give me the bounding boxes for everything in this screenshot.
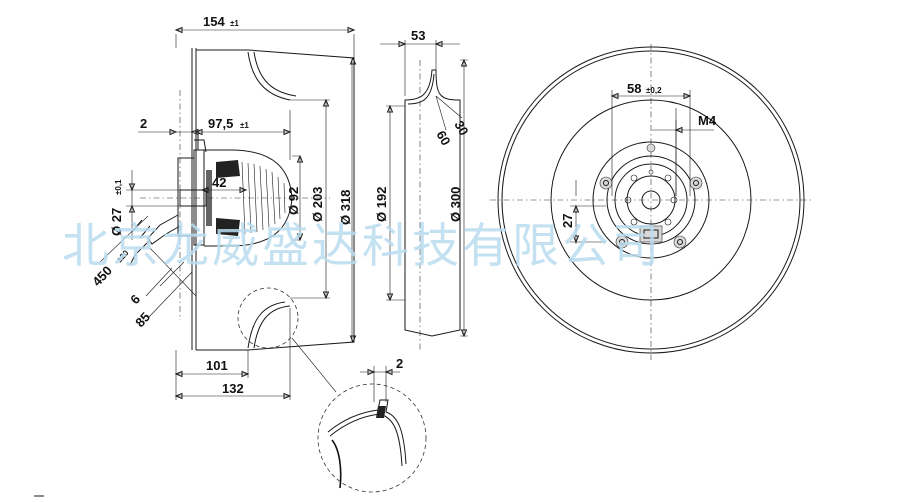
dim-53: 53 [411, 28, 425, 43]
dim-angle-60: 60 [433, 128, 453, 148]
dim-97-5: 97,5 [208, 116, 233, 131]
dim-85: 85 [132, 309, 153, 330]
dim-154-tol: ±1 [230, 19, 239, 28]
dim-58: 58 [627, 81, 641, 96]
dim-dia-27-tol: ±0,1 [114, 179, 123, 195]
dim-dia-192: Ø 192 [374, 187, 389, 222]
dim-101: 101 [206, 358, 228, 373]
detail-view: 2 [317, 356, 427, 493]
dim-27: 27 [560, 214, 575, 228]
dim-42: 42 [212, 175, 226, 190]
dim-6: 6 [127, 292, 143, 308]
dim-97-5-tol: ±1 [240, 121, 249, 130]
dim-m4: M4 [698, 113, 717, 128]
mounting-bosses [599, 143, 703, 249]
dim-58-tol: ±0,2 [646, 86, 662, 95]
dim-2-detail: 2 [396, 356, 403, 371]
dim-2-left: 2 [140, 116, 147, 131]
dim-132: 132 [222, 381, 244, 396]
side-view: 154 ±1 2 97,5 ±1 42 Ø 27 ±0,1 450 ±20 6 … [89, 14, 357, 400]
dim-154: 154 [203, 14, 225, 29]
dim-angle-30: 30 [451, 118, 471, 138]
dim-dia-27: Ø 27 [109, 208, 124, 236]
dim-dia-300: Ø 300 [448, 187, 463, 222]
dim-dia-92: Ø 92 [286, 187, 301, 215]
front-view: 58 ±0,2 M4 27 [490, 44, 812, 360]
dim-dia-318: Ø 318 [338, 190, 353, 225]
dim-dia-203: Ø 203 [310, 187, 325, 222]
watermark: 北京龙威盛达科技有限公司 [62, 219, 662, 274]
inlet-ring-profile: 53 30 60 Ø 192 Ø 300 [374, 28, 472, 350]
